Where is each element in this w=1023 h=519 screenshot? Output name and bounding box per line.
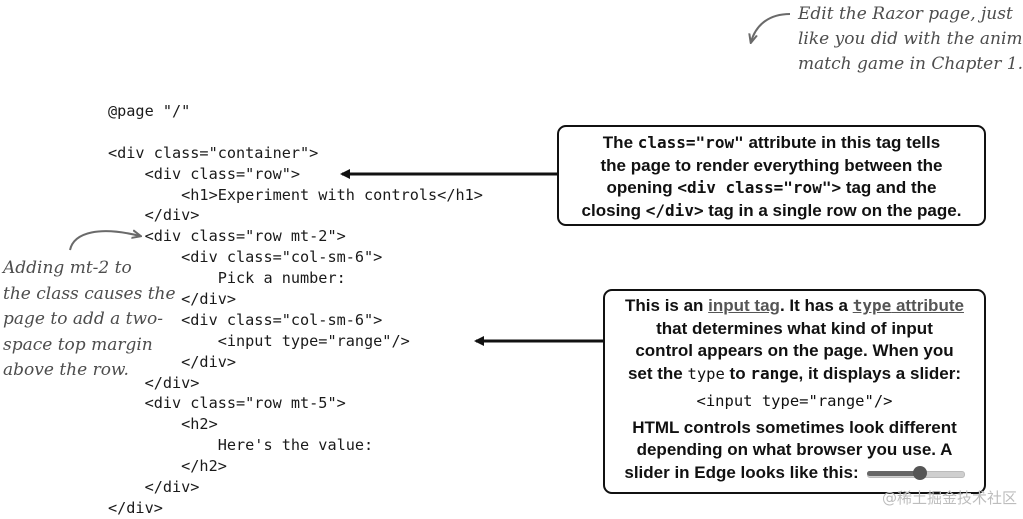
code-line: <div class="row mt-2">	[108, 227, 346, 246]
code-line: </div>	[108, 206, 200, 225]
left-note-arrow	[69, 231, 140, 251]
top-note: Edit the Razor page, just like you did w…	[798, 2, 1023, 77]
code-line: <h2>	[108, 415, 218, 434]
code-line: </h2>	[108, 457, 227, 476]
code-listing: @page "/" <div class="container"> <div cl…	[108, 101, 483, 519]
code-line	[108, 122, 483, 143]
input-callout: This is an input tag. It has a type attr…	[603, 289, 986, 494]
code-line: <div class="col-sm-6">	[108, 310, 383, 329]
type-link[interactable]: type	[852, 296, 892, 315]
top-note-line: match game in Chapter 1.	[798, 54, 1023, 74]
left-note-line: the class causes the	[3, 283, 176, 304]
code-line: <div class="row">	[108, 164, 301, 183]
watermark: @稀土掘金技术社区	[881, 489, 1017, 507]
code-line: Pick a number:	[108, 269, 346, 288]
code-line: </div>	[108, 352, 237, 371]
code-line: <div class="container">	[108, 143, 319, 162]
top-note-line: Edit the Razor page, just	[798, 4, 1013, 24]
left-note-line: above the row.	[3, 360, 129, 380]
top-note-arrow	[751, 13, 791, 42]
left-note-line: space top margin	[3, 334, 153, 355]
input-tag-link[interactable]: input tag	[708, 296, 780, 315]
edge-slider[interactable]	[866, 466, 965, 481]
left-note-line: Adding mt-2 to	[3, 258, 132, 278]
code-line: </div>	[108, 478, 200, 497]
code-line: </div>	[108, 290, 237, 309]
example-code: <input type="range"/>	[696, 392, 893, 410]
top-note-line: like you did with the animal	[798, 29, 1023, 49]
code-line: @page "/"	[108, 102, 191, 120]
row-callout: The class="row" attribute in this tag te…	[557, 125, 986, 226]
left-note: Adding mt-2 to the class causes the page…	[3, 256, 176, 384]
left-note-line: page to add a two-	[3, 309, 164, 329]
code-line: Here's the value:	[108, 436, 374, 455]
slider-thumb[interactable]	[912, 466, 927, 481]
code-line: <div class="col-sm-6">	[108, 248, 383, 267]
code-line: <div class="row mt-5">	[108, 394, 346, 413]
code-line: </div>	[108, 498, 163, 517]
code-line: <input type="range"/>	[108, 331, 410, 350]
code-line: <h1>Experiment with controls</h1>	[108, 185, 483, 204]
code-line: </div>	[108, 373, 200, 392]
